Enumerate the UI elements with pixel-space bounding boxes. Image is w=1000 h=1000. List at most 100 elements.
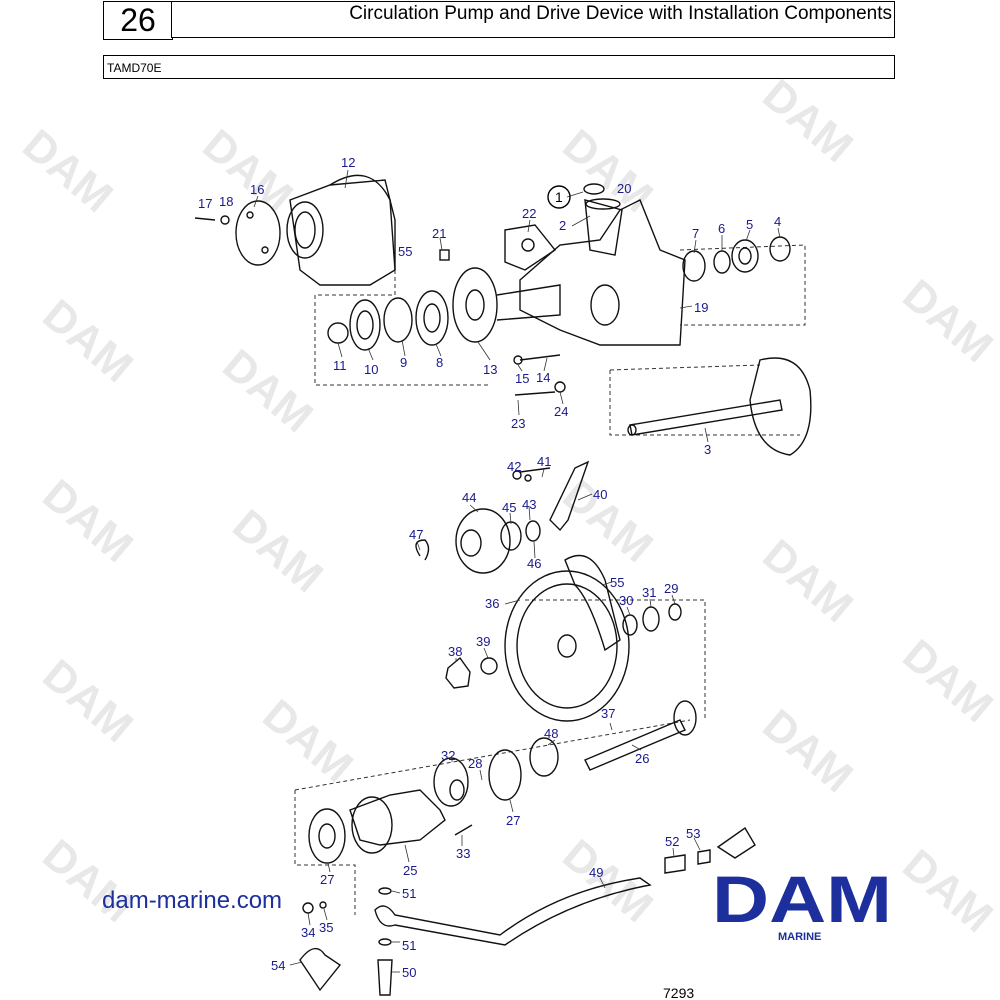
cover-part-16 — [235, 200, 281, 266]
callout-55: 55 — [398, 244, 412, 259]
callout-49: 49 — [589, 865, 603, 880]
oring-part-32 — [433, 757, 469, 807]
washer-part-15 — [513, 355, 523, 365]
callout-27b: 27 — [320, 872, 334, 887]
callout-28: 28 — [468, 756, 482, 771]
pipe-part-49 — [374, 877, 652, 946]
callout-41: 41 — [537, 454, 551, 469]
callout-circle-1 — [547, 185, 571, 209]
callout-52: 52 — [665, 834, 679, 849]
callout-24: 24 — [554, 404, 568, 419]
callout-22: 22 — [522, 206, 536, 221]
nut-part-42 — [512, 470, 522, 480]
callout-10: 10 — [364, 362, 378, 377]
callout-47: 47 — [409, 527, 423, 542]
brand-logo-text: DAM — [712, 862, 892, 936]
watermark: DAM — [34, 650, 142, 752]
watermark: DAM — [254, 690, 362, 792]
callout-31: 31 — [642, 585, 656, 600]
callout-33: 33 — [456, 846, 470, 861]
callout-45: 45 — [502, 500, 516, 515]
callout-54: 54 — [271, 958, 285, 973]
callout-29: 29 — [664, 581, 678, 596]
bolt-part-50 — [377, 959, 393, 996]
seal-part-5 — [731, 239, 759, 273]
bearing-part-7 — [682, 250, 706, 282]
callout-13: 13 — [483, 362, 497, 377]
seal-ring-part-20 — [583, 183, 605, 195]
callout-4: 4 — [774, 214, 781, 229]
callout-35: 35 — [319, 920, 333, 935]
figure-number: 7293 — [663, 985, 694, 1000]
callout-17: 17 — [198, 196, 212, 211]
seal-part-28 — [449, 779, 465, 801]
brand-logo: DAM MARINE — [712, 862, 892, 943]
callout-36: 36 — [485, 596, 499, 611]
watermark: DAM — [14, 120, 122, 222]
belt-part-55 — [564, 554, 621, 652]
pump-body-part-19 — [519, 199, 686, 346]
screw-part-14 — [519, 354, 561, 361]
washer-part-51-lower — [378, 938, 392, 946]
parts-drawing — [194, 174, 812, 996]
bolt-part-23 — [514, 391, 556, 396]
callout-labels: 12 16 17 18 55 21 22 2 20 7 6 5 4 19 11 … — [198, 155, 781, 980]
callout-11: 11 — [333, 358, 347, 373]
watermark: DAM — [34, 830, 142, 932]
tensioner-arm-part-40 — [549, 460, 590, 532]
stud-part-41 — [519, 467, 551, 473]
callout-19: 19 — [694, 300, 708, 315]
callout-25: 25 — [403, 863, 417, 878]
leader-lines — [253, 169, 781, 973]
washer-part-51 — [378, 887, 392, 895]
page-title: Circulation Pump and Drive Device with I… — [171, 1, 895, 38]
bolt-part-17 — [194, 217, 216, 221]
washer-part-30 — [622, 614, 638, 636]
stud-part-33 — [454, 824, 473, 836]
callout-14: 14 — [536, 370, 550, 385]
section-number: 26 — [103, 1, 173, 40]
watermark: DAM — [34, 470, 142, 572]
callout-20: 20 — [617, 181, 631, 196]
callout-38: 38 — [448, 644, 462, 659]
washer-part-39 — [480, 657, 498, 675]
callout-1: 1 — [555, 189, 563, 205]
callout-42: 42 — [507, 459, 521, 474]
watermark: DAM — [894, 840, 1000, 942]
bearing-part-27 — [488, 749, 522, 801]
circlip-part-11 — [327, 322, 349, 344]
fitting-part-52 — [664, 854, 686, 874]
brand-sub: MARINE — [778, 931, 821, 943]
nut-part-34 — [302, 902, 314, 914]
spacer-part-9 — [383, 297, 413, 343]
watermark: DAM — [754, 700, 862, 802]
callout-32: 32 — [441, 748, 455, 763]
washer-part-43 — [524, 474, 532, 482]
callout-51b: 51 — [402, 938, 416, 953]
website-link[interactable]: dam-marine.com — [102, 887, 282, 914]
callout-12: 12 — [341, 155, 355, 170]
callout-16: 16 — [250, 182, 264, 197]
callout-51: 51 — [402, 886, 416, 901]
plug-part-21 — [439, 249, 450, 261]
pulley-part-36 — [504, 570, 630, 722]
callout-7: 7 — [692, 226, 699, 241]
callout-48: 48 — [544, 726, 558, 741]
washer-part-46 — [525, 520, 541, 542]
assembly-outline — [294, 235, 806, 915]
impeller-shaft-part-3 — [629, 399, 783, 436]
watermark: DAM — [224, 500, 332, 602]
oring-part-29 — [668, 603, 682, 621]
callout-15: 15 — [515, 371, 529, 386]
callout-5: 5 — [746, 217, 753, 232]
bearing-part-8 — [415, 290, 449, 346]
pulley-part-44 — [455, 508, 511, 574]
watermark: DAM — [754, 70, 862, 172]
callout-26: 26 — [635, 751, 649, 766]
callout-2: 2 — [559, 218, 566, 233]
washer-part-35 — [319, 901, 327, 909]
watermark: DAM — [754, 530, 862, 632]
bearing-housing-part-25 — [349, 789, 446, 846]
drive-shaft-part-26 — [584, 719, 686, 771]
